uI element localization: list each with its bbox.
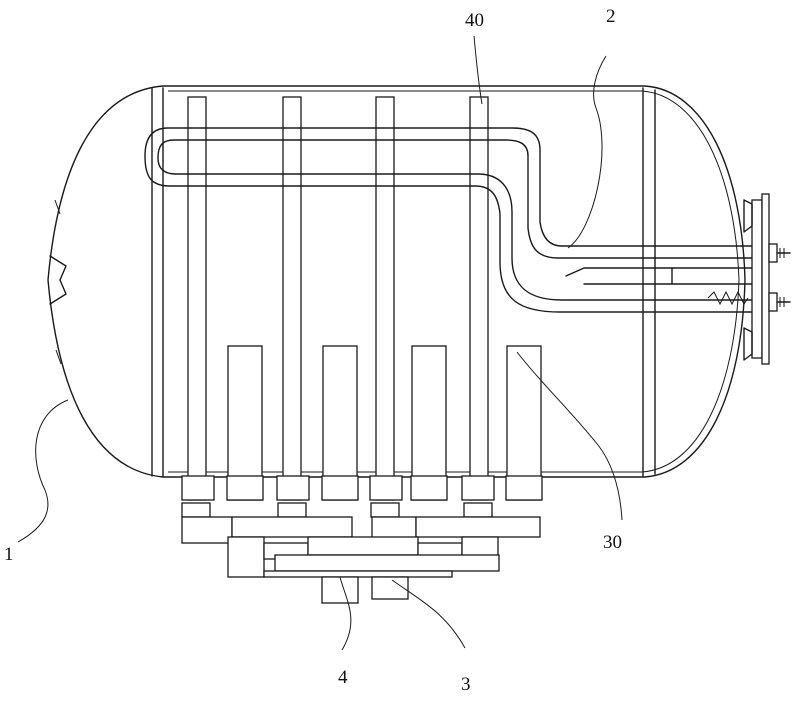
- short-element: [322, 345, 358, 501]
- label-40: 40: [465, 10, 484, 31]
- label-2: 2: [606, 6, 616, 27]
- bolt-nut: [768, 292, 791, 312]
- label-3: 3: [461, 674, 471, 695]
- leader-line-2: [567, 55, 607, 249]
- short-element: [506, 345, 542, 501]
- wiring-blocks: [181, 502, 541, 604]
- long-element: [282, 96, 302, 501]
- label-1: 1: [4, 544, 14, 565]
- long-element: [469, 96, 489, 501]
- leader-line-30: [516, 351, 623, 521]
- leader-line-40: [473, 35, 483, 105]
- leader-lines: [17, 35, 623, 651]
- leader-line-3: [391, 579, 466, 649]
- label-4: 4: [338, 667, 348, 688]
- u-tube: [144, 127, 753, 313]
- long-element: [375, 96, 395, 501]
- short-element: [227, 345, 263, 501]
- leader-line-4: [339, 576, 352, 651]
- nut-row: [181, 475, 543, 501]
- leader-line-1: [17, 399, 69, 543]
- long-element: [187, 96, 207, 501]
- label-30: 30: [603, 532, 622, 553]
- long-elements: [187, 96, 489, 501]
- bolt-nut: [768, 243, 791, 263]
- short-elements: [227, 345, 542, 501]
- short-element: [411, 345, 447, 501]
- tank-shell: [47, 85, 746, 478]
- flange-assembly: [565, 193, 791, 365]
- reference-labels: 40 2 1 30 4 3: [4, 6, 622, 695]
